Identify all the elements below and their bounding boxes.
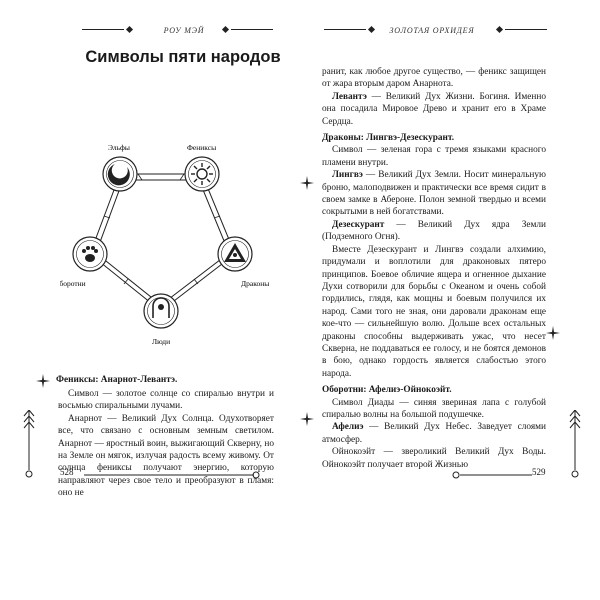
lingve-paragraph: Лингвэ — Великий Дух Земли. Носит минера… [322,170,546,218]
label-phoenixes: Фениксы [187,143,216,152]
right-page-number: 529 [532,467,546,477]
werewolves-symbol-icon [72,236,108,272]
label-dragons: Драконы [241,279,269,288]
compass-star-icon-right-2 [546,326,560,340]
dragons-symbol-icon [217,236,253,272]
anarnot-paragraph: Анарнот — Великий Дух Солнца. Одухотворя… [58,413,274,499]
label-elves: Эльфы [108,143,130,152]
dragons-story-paragraph: Вместе Дезескурант и Лингвэ создали алхи… [322,244,546,379]
left-page-number: 528 [60,467,74,477]
five-peoples-diagram: Эльфы Фениксы Оборотни Драконы Люди [60,143,269,346]
levante-paragraph: Левантэ — Великий Дух Жизни. Богиня. Име… [322,91,546,127]
label-werewolves: Оборотни [60,279,86,288]
werewolves-section-heading: Оборотни: Афелиэ-Ойнокоэйт. [322,385,452,396]
right-arrow-ornament [569,410,581,478]
left-arrow-ornament [23,410,35,478]
dragons-symbol-paragraph: Символ — зеленая гора с тремя языками кр… [322,145,546,168]
left-footer-ornament [84,471,260,479]
phoenix-section-heading: Фениксы: Анарнот-Левантэ. [36,374,274,388]
right-footer-ornament [452,471,532,479]
phoenix-continued: ранит, как любое другое существо, — фени… [322,67,546,90]
phoenixes-symbol-icon [184,156,220,192]
phoenix-symbol-paragraph: Символ — золотое солнце со спиралью внут… [58,389,274,412]
compass-star-icon [36,374,50,388]
left-body: Фениксы: Анарнот-Левантэ. Символ — золот… [36,374,274,500]
humans-symbol-icon [143,293,179,329]
elves-symbol-icon [102,156,138,192]
chapter-title: Символы пяти народов [85,48,281,66]
right-running-head: ЗОЛОТАЯ ОРХИДЕЯ [389,26,475,35]
left-running-head: РОУ МЭЙ [163,26,205,35]
right-header-ornament-right [494,25,547,34]
dragons-section-heading: Драконы: Лингвэ-Дезескурант. [322,133,455,144]
dezeskurant-paragraph: Дезескурант — Великий Дух ядра Земли (По… [322,219,546,243]
werewolves-symbol-paragraph: Символ Диады — синяя звериная лапа с гол… [322,397,546,420]
right-body: ранит, как любое другое существо, — фени… [322,66,546,471]
left-header-ornament [82,25,135,34]
afelie-paragraph: Афелиэ — Великий Дух Небес. Заведует сло… [322,422,546,445]
compass-star-icon-right-3 [300,412,314,426]
compass-star-icon-right-1 [300,176,314,190]
left-header-ornament-right [220,25,273,34]
label-humans: Люди [152,337,170,346]
oinokoeit-paragraph: Ойнокоэйт — звероликий Великий Дух Воды.… [322,447,546,470]
right-header-ornament [324,25,377,34]
